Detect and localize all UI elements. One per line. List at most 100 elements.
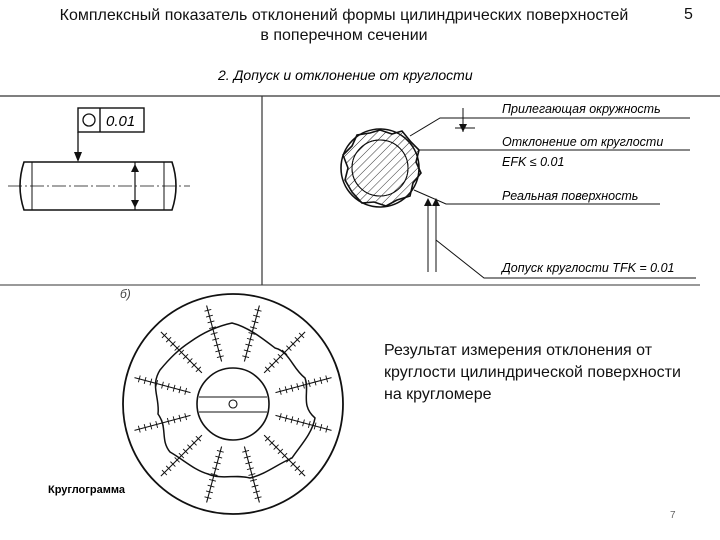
scale-tick bbox=[242, 355, 250, 359]
scale-tick bbox=[273, 444, 279, 450]
scale-tick bbox=[178, 349, 185, 356]
scale-tick bbox=[294, 465, 301, 472]
scale-tick bbox=[298, 469, 305, 476]
scale-tick bbox=[161, 332, 168, 339]
scale-tick bbox=[195, 435, 202, 442]
scale-tick bbox=[184, 387, 188, 395]
scale-tick bbox=[294, 336, 301, 343]
scale-tick bbox=[254, 496, 262, 500]
scale-tick bbox=[207, 320, 215, 324]
scale-tick bbox=[284, 386, 288, 394]
scale-tick bbox=[143, 376, 147, 384]
scale-tick bbox=[137, 375, 141, 383]
scale-tick bbox=[182, 353, 189, 360]
scale-tick bbox=[166, 417, 170, 425]
scale-tick bbox=[209, 326, 217, 330]
scale-tick bbox=[161, 469, 168, 476]
scale-tick bbox=[216, 355, 224, 359]
label-efk: EFK ≤ 0.01 bbox=[502, 155, 564, 169]
scale-tick bbox=[296, 417, 300, 425]
scale-tick bbox=[264, 435, 271, 442]
scale-tick bbox=[307, 420, 311, 428]
scale-tick bbox=[277, 353, 284, 360]
scale-tick bbox=[195, 366, 202, 373]
scale-tick bbox=[302, 381, 305, 389]
scale-tick bbox=[178, 414, 182, 422]
scale-tick bbox=[278, 387, 282, 395]
scale-tick bbox=[277, 448, 284, 455]
scale-tick bbox=[284, 414, 288, 422]
scale-tick bbox=[251, 320, 259, 324]
scale-tick bbox=[290, 461, 296, 467]
scale-tick bbox=[170, 341, 176, 347]
scale-tick bbox=[209, 478, 217, 482]
scale-tick bbox=[325, 375, 329, 383]
scale-tick bbox=[213, 343, 221, 347]
scale-tick bbox=[251, 484, 259, 488]
tolerance-frame: 0.01 bbox=[77, 107, 145, 133]
scale-tick bbox=[165, 465, 172, 472]
scale-tick bbox=[245, 461, 253, 465]
label-roundness-deviation: Отклонение от круглости bbox=[502, 135, 663, 149]
scale-tick bbox=[149, 422, 153, 430]
scale-tick bbox=[246, 337, 254, 341]
scale-tick bbox=[149, 378, 153, 386]
scale-tick bbox=[253, 314, 261, 318]
scale-tick bbox=[243, 455, 251, 459]
scale-tick bbox=[204, 496, 212, 500]
scale-tick bbox=[273, 358, 279, 364]
scale-tick bbox=[172, 384, 176, 392]
slide-title: Комплексный показатель отклонений формы … bbox=[14, 6, 674, 46]
scale-tick bbox=[184, 413, 188, 421]
scale-tick bbox=[269, 362, 275, 368]
scale-tick bbox=[248, 473, 256, 476]
label-roundness-chart: Круглограмма bbox=[48, 484, 126, 496]
scale-tick bbox=[182, 448, 189, 455]
scale-tick bbox=[205, 490, 213, 494]
scale-tick bbox=[290, 416, 294, 424]
scale-tick bbox=[246, 467, 254, 471]
scale-tick bbox=[143, 424, 147, 432]
scale-tick bbox=[137, 425, 141, 433]
scale-tick bbox=[215, 455, 223, 459]
scale-tick bbox=[207, 484, 215, 488]
figure-a-heading: 2. Допуск и отклонение от круглости bbox=[217, 67, 473, 83]
scale-tick bbox=[290, 384, 294, 392]
scale-tick bbox=[242, 449, 250, 453]
scale-tick bbox=[213, 461, 221, 465]
scale-tick bbox=[210, 473, 218, 476]
scale-tick bbox=[286, 457, 292, 463]
scale-tick bbox=[243, 349, 251, 353]
scale-tick bbox=[174, 345, 180, 351]
scale-tick bbox=[191, 362, 197, 368]
label-adjacent-circle: Прилегающая окружность bbox=[502, 102, 661, 116]
label-real-surface: Реальная поверхность bbox=[502, 189, 638, 203]
roundness-chart bbox=[122, 293, 344, 515]
scale-tick bbox=[172, 416, 176, 424]
scale-tick bbox=[253, 490, 261, 494]
cross-section-drawing bbox=[340, 128, 422, 208]
tolerance-frame-value: 0.01 bbox=[106, 113, 135, 130]
scale-tick bbox=[248, 332, 256, 335]
scale-tick bbox=[290, 341, 296, 347]
scale-tick bbox=[313, 422, 317, 430]
scale-tick bbox=[191, 440, 197, 446]
scale-tick bbox=[210, 332, 218, 335]
scale-tick bbox=[212, 337, 220, 341]
scale-tick bbox=[170, 461, 176, 467]
scale-tick bbox=[269, 440, 275, 446]
scale-tick bbox=[155, 380, 159, 388]
scale-tick bbox=[178, 452, 185, 459]
scale-tick bbox=[178, 386, 182, 394]
scale-tick bbox=[278, 413, 282, 421]
outer-chart-circle bbox=[122, 293, 344, 515]
slide-title-line-2: в поперечном сечении bbox=[260, 27, 428, 44]
slide-title-line-1: Комплексный показатель отклонений формы … bbox=[59, 7, 629, 24]
page-number: 5 bbox=[684, 6, 693, 23]
scale-tick bbox=[161, 381, 164, 389]
scale-tick bbox=[155, 420, 159, 428]
roundness-symbol-icon bbox=[82, 113, 96, 127]
scale-tick bbox=[174, 457, 180, 463]
scale-tick bbox=[325, 425, 329, 433]
scale-tick bbox=[216, 449, 224, 453]
